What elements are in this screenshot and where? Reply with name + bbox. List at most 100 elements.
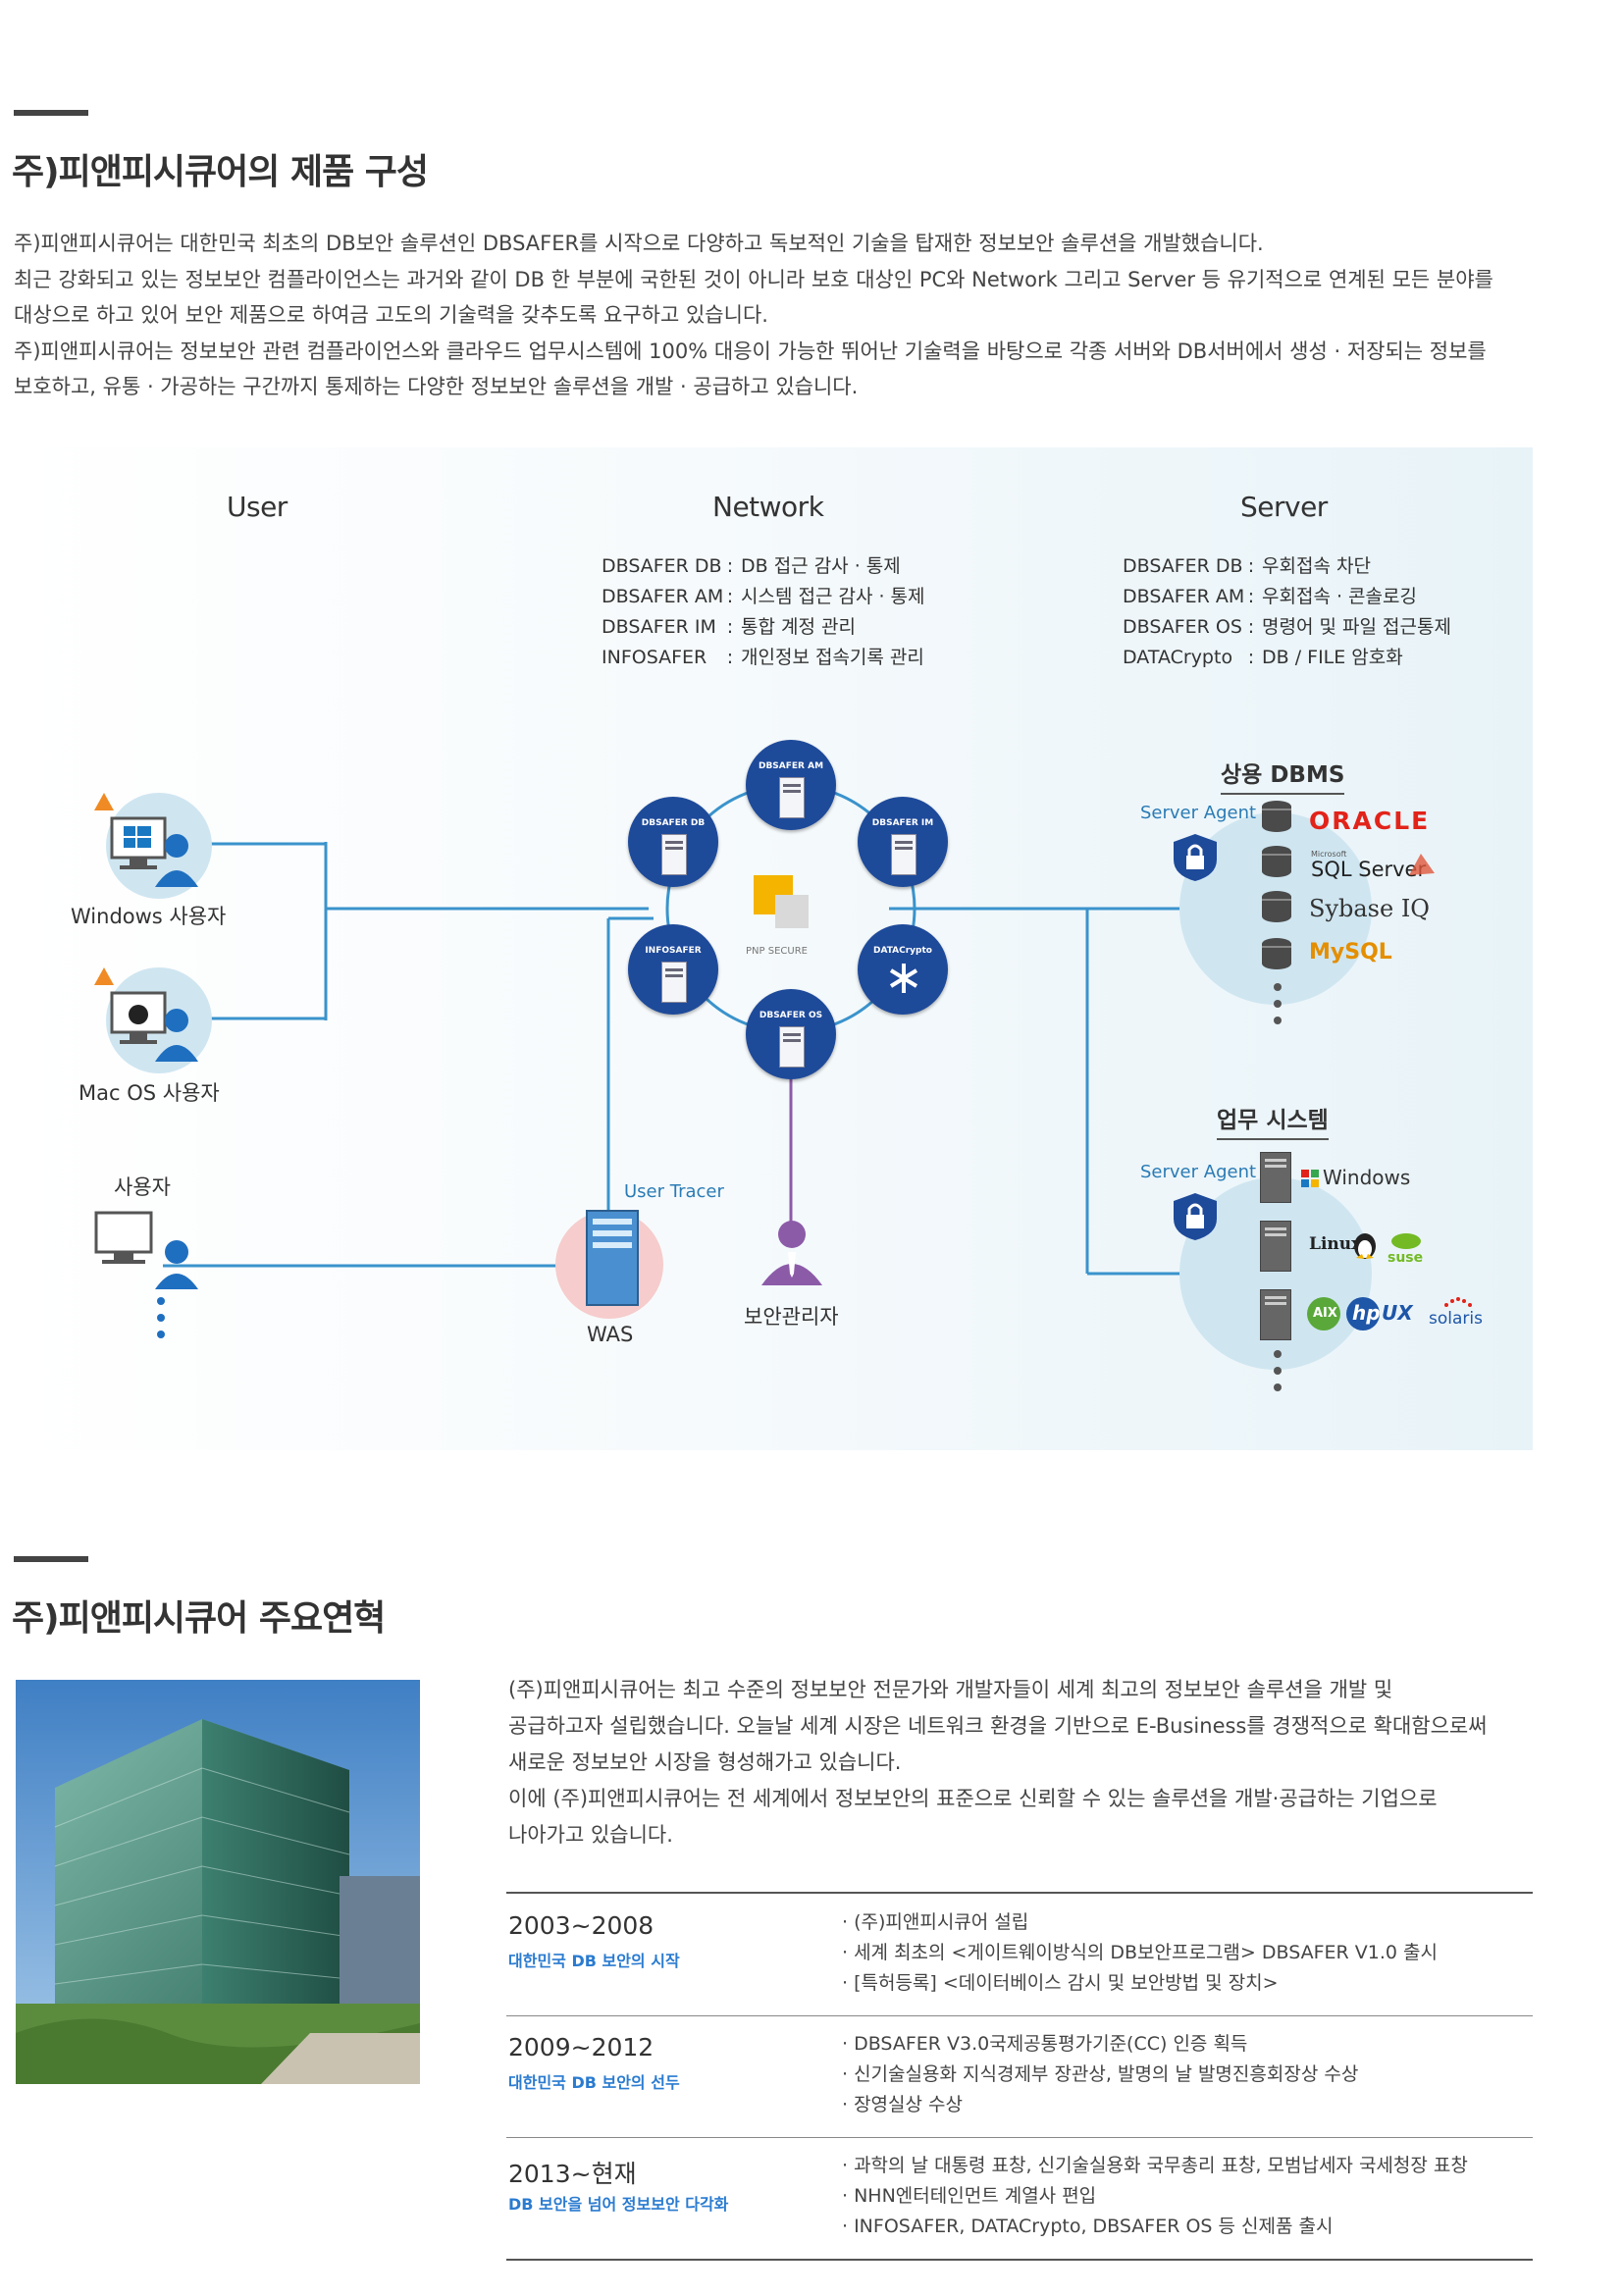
more-systems-dots (1274, 1350, 1282, 1400)
intro-paragraph: 주)피앤피시큐어는 대한민국 최초의 DB보안 솔루션인 DBSAFER를 시작… (14, 226, 1603, 405)
section-title-history: 주)피앤피시큐어 주요연혁 (12, 1598, 386, 1639)
section-divider-bar (14, 1556, 88, 1562)
pnp-secure-logo-text: PNP SECURE (746, 946, 808, 957)
timeline-item: · INFOSAFER, DATACrypto, DBSAFER OS 등 신제… (842, 2216, 1334, 2237)
timeline-subtitle: 대한민국 DB 보안의 선두 (508, 2073, 680, 2092)
product-desc: 우회접속 · 콘솔로깅 (1262, 586, 1417, 607)
network-product-row: DBSAFER IM: 통합 계정 관리 (602, 612, 856, 639)
microsoft-small-label: Microsoft (1311, 850, 1347, 859)
product-desc: 개인정보 접속기록 관리 (741, 647, 924, 668)
network-column-title: Network (712, 491, 824, 523)
asterisk-icon (889, 964, 918, 993)
sybase-iq-logo: Sybase IQ (1309, 895, 1430, 922)
node-datacrypto: DATACrypto (858, 924, 948, 1015)
commercial-dbms-title: 상용 DBMS (1221, 756, 1345, 795)
server-product-row: DATACrypto: DB / FILE 암호화 (1123, 643, 1403, 669)
node-label: DBSAFER IM (871, 818, 934, 828)
business-server-agent-label: Server Agent (1140, 1162, 1257, 1182)
section-divider-bar (14, 110, 88, 116)
windows-logo: Windows (1323, 1166, 1411, 1189)
linux-logo: Linux (1309, 1234, 1362, 1254)
history-paragraph: (주)피앤피시큐어는 최고 수준의 정보보안 전문가와 개발자들이 세계 최고의… (508, 1672, 1539, 1853)
intro-line: 주)피앤피시큐어는 정보보안 관련 컴플라이언스와 클라우드 업무시스템에 10… (14, 339, 1487, 363)
product-desc: 통합 계정 관리 (741, 616, 856, 638)
colon: : (1247, 555, 1255, 577)
colon: : (1247, 647, 1255, 668)
product-name: INFOSAFER (602, 647, 707, 668)
was-label: WAS (587, 1323, 634, 1346)
timeline-item: · NHN엔터테인먼트 계열사 편입 (842, 2185, 1097, 2207)
product-name: DBSAFER DB (602, 555, 722, 577)
product-desc: 시스템 접근 감사 · 통제 (741, 586, 925, 607)
product-name: DATACrypto (1123, 647, 1233, 668)
timeline-item: · [특허등록] <데이터베이스 감시 및 보안방법 및 장치> (842, 1972, 1279, 1994)
colon: : (726, 586, 734, 607)
sql-server-logo: SQL Server (1311, 858, 1427, 881)
timeline-item: · (주)피앤피시큐어 설립 (842, 1911, 1029, 1933)
node-label: DBSAFER OS (759, 1011, 823, 1020)
was-server-icon (586, 1210, 639, 1306)
mac-user-label: Mac OS 사용자 (79, 1081, 220, 1105)
timeline-item: · 과학의 날 대통령 표창, 신기술실용화 국무총리 표창, 모범납세자 국세… (842, 2155, 1468, 2176)
tux-penguin-icon (1354, 1233, 1376, 1259)
colon: : (726, 647, 734, 668)
server-product-row: DBSAFER DB: 우회접속 차단 (1123, 551, 1371, 578)
timeline-item: · 신기술실용화 지식경제부 장관상, 발명의 날 발명진흥회장상 수상 (842, 2063, 1359, 2085)
product-name: DBSAFER IM (602, 616, 716, 638)
database-icon (1262, 938, 1291, 969)
hp-badge (1346, 1297, 1380, 1331)
network-product-row: DBSAFER DB:DB 접근 감사 · 통제 (602, 551, 901, 578)
solaris-sun-icon (1444, 1297, 1472, 1307)
intro-line: 주)피앤피시큐어는 대한민국 최초의 DB보안 솔루션인 DBSAFER를 시작… (14, 232, 1264, 255)
timeline-period: 2009~2012 (508, 2033, 654, 2061)
product-desc: DB / FILE 암호화 (1262, 647, 1403, 668)
product-desc: 명령어 및 파일 접근통제 (1262, 616, 1451, 638)
network-product-row: DBSAFER AM: 시스템 접근 감사 · 통제 (602, 582, 925, 608)
windows-flag-icon (1301, 1170, 1319, 1187)
dbms-server-agent-label: Server Agent (1140, 803, 1257, 823)
timeline-subtitle: DB 보안을 넘어 정보보안 다각화 (508, 2195, 729, 2214)
more-dbms-dots (1274, 983, 1282, 1033)
architecture-diagram: User Network Server DBSAFER DB:DB 접근 감사 … (16, 447, 1533, 1450)
network-product-row: INFOSAFER: 개인정보 접속기록 관리 (602, 643, 924, 669)
suse-chameleon-icon (1391, 1233, 1421, 1249)
database-icon (1262, 846, 1291, 877)
history-line: 새로운 정보보안 시장을 형성해가고 있습니다. (508, 1750, 902, 1774)
timeline-subtitle: 대한민국 DB 보안의 시작 (508, 1952, 680, 1970)
server-column-title: Server (1240, 491, 1328, 523)
timeline-top-rule (506, 1892, 1533, 1894)
mysql-logo: MySQL (1309, 940, 1392, 965)
node-label: INFOSAFER (645, 946, 702, 956)
node-dbsafer-os: DBSAFER OS (746, 989, 836, 1079)
server-icon (661, 962, 687, 1003)
company-building-photo (16, 1680, 420, 2084)
solaris-logo: solaris (1429, 1309, 1483, 1329)
timeline-items: · (주)피앤피시큐어 설립 · 세계 최초의 <게이트웨이방식의 DB보안프로… (842, 1907, 1438, 1999)
timeline-divider (506, 2137, 1533, 2138)
pnp-secure-logo-icon (754, 875, 809, 928)
node-label: DBSAFER AM (758, 761, 824, 771)
product-name: DBSAFER DB (1123, 555, 1243, 577)
aix-logo: AIX (1313, 1306, 1337, 1321)
timeline-period: 2013~현재 (508, 2160, 637, 2188)
timeline-bottom-rule (506, 2259, 1533, 2261)
business-system-title: 업무 시스템 (1217, 1101, 1329, 1140)
database-icon (1262, 801, 1291, 832)
sql-server-flag-icon (1409, 854, 1435, 875)
node-dbsafer-im: DBSAFER IM (858, 797, 948, 887)
product-name: DBSAFER OS (1123, 616, 1242, 638)
business-lock-shield-icon (1174, 1193, 1217, 1240)
desktop-user-icon (94, 1211, 198, 1289)
intro-line: 보호하고, 유통 · 가공하는 구간까지 통제하는 다양한 정보보안 솔루션을 … (14, 375, 859, 398)
server-icon (661, 834, 687, 875)
colon: : (1247, 586, 1255, 607)
product-desc: 우회접속 차단 (1262, 555, 1371, 577)
product-name: DBSAFER AM (1123, 586, 1245, 607)
timeline-items: · DBSAFER V3.0국제공통평가기준(CC) 인증 획득 · 신기술실용… (842, 2029, 1358, 2120)
timeline-items: · 과학의 날 대통령 표창, 신기술실용화 국무총리 표창, 모범납세자 국세… (842, 2151, 1468, 2242)
product-name: DBSAFER AM (602, 586, 724, 607)
intro-line: 대상으로 하고 있어 보안 제품으로 하여금 고도의 기술력을 갖추도록 요구하… (14, 303, 768, 327)
suse-logo: suse (1387, 1250, 1424, 1266)
database-icon (1262, 891, 1291, 922)
colon: : (726, 616, 734, 638)
